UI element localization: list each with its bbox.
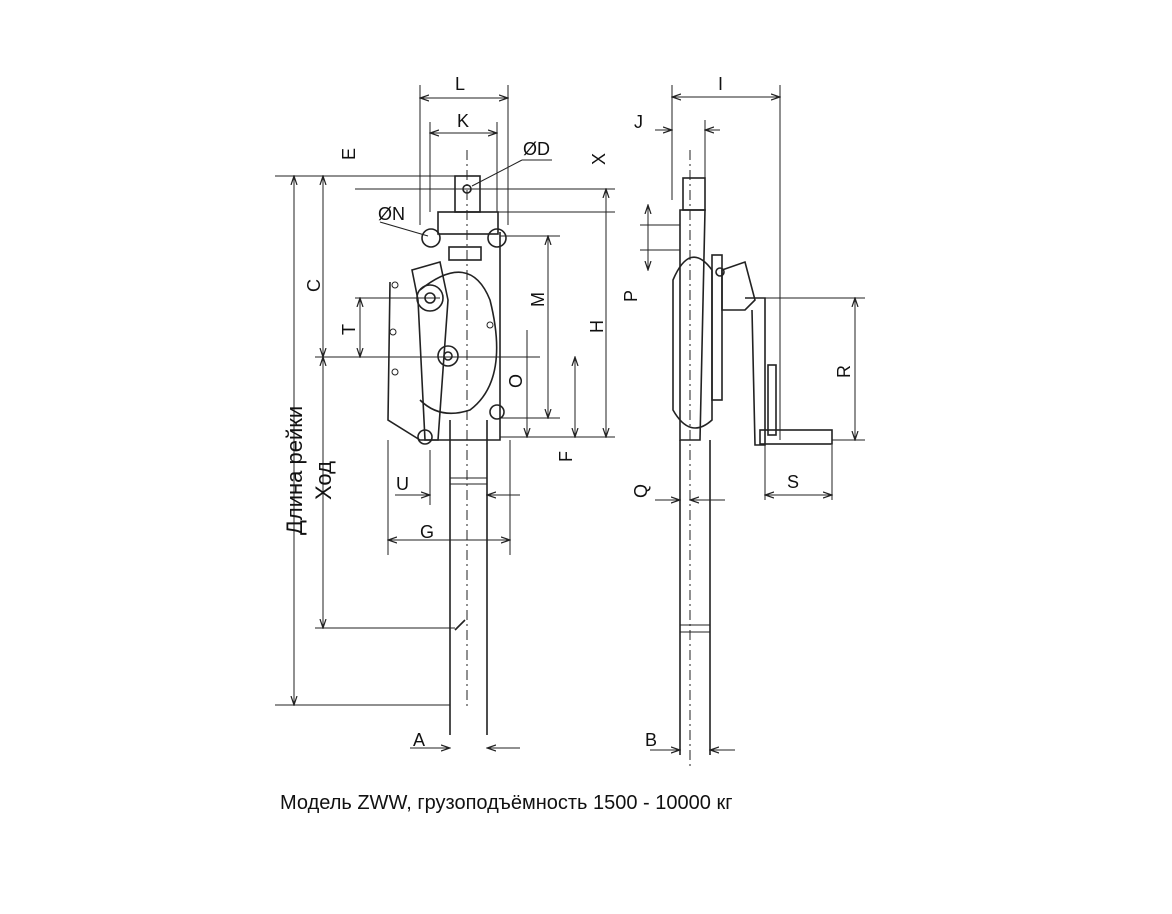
dim-Q: Q [631,484,651,498]
dim-N: ØN [378,204,405,224]
dim-R: R [834,365,854,378]
dim-X: X [589,153,609,165]
dim-B: B [645,730,657,750]
dim-I: I [718,74,723,94]
front-view: L K E ØD X ØN C T M H O F U G A Длина ре… [275,74,615,750]
dim-U: U [396,474,409,494]
label-stroke: Ход [311,461,336,500]
dim-C: C [304,279,324,292]
label-rack-length: Длина рейки [282,406,307,535]
dim-K: K [457,111,469,131]
dim-E: E [339,148,359,160]
caption: Модель ZWW, грузоподъёмность 1500 - 1000… [280,792,733,814]
dim-T: T [339,324,359,335]
dim-H: H [587,320,607,333]
dim-J: J [634,112,643,132]
dim-M: M [528,292,548,307]
side-view: I J P R S Q B [621,74,865,770]
dim-P: P [621,290,641,302]
dim-D: ØD [523,139,550,159]
dim-O: O [506,374,526,388]
dim-L: L [455,74,465,94]
dim-A: A [413,730,425,750]
dim-S: S [787,472,799,492]
dim-F: F [556,451,576,462]
dim-G: G [420,522,434,542]
